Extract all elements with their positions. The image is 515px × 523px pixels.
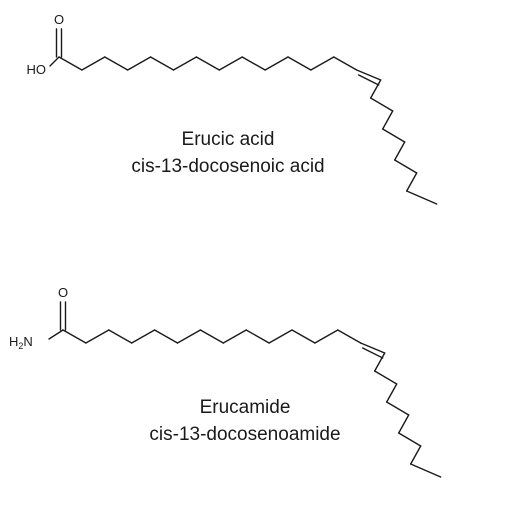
erucamide-chain-bond <box>85 329 110 344</box>
erucic-acid-tail-bond <box>382 128 406 143</box>
erucamide-chain-bond <box>108 329 133 344</box>
erucic-acid-chain-bond <box>126 56 152 71</box>
erucic-acid-tail-bond <box>406 190 438 205</box>
erucic-acid-bonds <box>49 28 438 205</box>
erucamide-tail-bond <box>374 352 386 372</box>
erucic-acid-carbonyl-oxygen-label: O <box>54 12 64 27</box>
erucic-acid-name: Erucic acid <box>182 129 275 150</box>
erucic-acid-systematic-name: cis-13-docosenoic acid <box>131 156 324 177</box>
erucamide-amine-h: H <box>9 334 18 349</box>
erucic-acid-chain-bond <box>241 56 266 71</box>
erucic-acid-chain-bond <box>264 56 289 71</box>
erucic-acid-chain-bond <box>287 56 312 71</box>
erucamide-chain-bond <box>291 329 316 344</box>
erucic-acid-tail-bond <box>394 159 418 174</box>
erucamide-chain-bond <box>130 329 156 344</box>
erucic-acid-chain-bond <box>104 56 129 71</box>
erucamide-tail-bond <box>398 432 422 447</box>
erucamide-structure: O H2N Erucamide cis-13-docosenoamide <box>9 285 442 478</box>
erucic-acid-tail-bond <box>382 110 394 130</box>
erucic-acid-tail-bond <box>370 79 382 99</box>
erucamide-amine-subscript: 2 <box>18 341 23 351</box>
erucic-acid-chain-bond <box>172 56 198 71</box>
erucamide-heteroatom-bond <box>48 329 64 340</box>
erucamide-chain-bond <box>153 329 179 344</box>
erucamide-carbonyl-oxygen-label: O <box>58 285 68 300</box>
erucamide-chain-bond <box>245 329 270 344</box>
erucic-acid-hydroxyl-label: HO <box>27 62 47 77</box>
erucic-acid-chain-bond <box>333 56 358 71</box>
erucamide-tail-bond <box>386 401 410 416</box>
erucamide-tail-bond <box>410 445 422 465</box>
erucic-acid-structure: O HO Erucic acid cis-13-docosenoic acid <box>27 12 438 205</box>
erucamide-tail-bond <box>386 383 398 403</box>
erucic-acid-chain-bond <box>195 56 221 71</box>
erucic-acid-alkene-second-bond <box>358 74 380 86</box>
erucamide-chain-bond <box>199 329 225 344</box>
erucamide-alkene-second-bond <box>362 347 384 359</box>
erucamide-chain-bond <box>314 329 339 344</box>
erucamide-chain-bond <box>337 329 362 344</box>
erucic-acid-chain-bond <box>218 56 243 71</box>
erucic-acid-chain-bond <box>81 56 106 71</box>
erucamide-tail-bond <box>398 414 410 434</box>
erucic-acid-heteroatom-bond <box>49 56 60 67</box>
erucamide-name: Erucamide <box>200 397 291 418</box>
erucamide-tail-bond <box>374 370 398 385</box>
erucamide-alkene-bond <box>360 342 386 354</box>
erucamide-chain-bond <box>222 329 247 344</box>
erucic-acid-chain-bond <box>58 56 83 71</box>
erucic-acid-chain-bond <box>310 56 335 71</box>
erucamide-amine-label: H2N <box>9 334 33 351</box>
erucamide-tail-bond <box>410 463 442 478</box>
erucic-acid-chain-bond <box>149 56 175 71</box>
erucamide-chain-bond <box>268 329 293 344</box>
erucic-acid-tail-bond <box>406 172 418 192</box>
erucamide-chain-bond <box>62 329 87 344</box>
erucamide-amine-n: N <box>23 334 32 349</box>
erucamide-chain-bond <box>176 329 202 344</box>
erucamide-systematic-name: cis-13-docosenoamide <box>149 424 340 445</box>
erucic-acid-tail-bond <box>370 97 394 112</box>
erucic-acid-alkene-bond <box>356 69 382 81</box>
erucic-acid-tail-bond <box>394 141 406 161</box>
erucamide-bonds <box>48 301 442 478</box>
